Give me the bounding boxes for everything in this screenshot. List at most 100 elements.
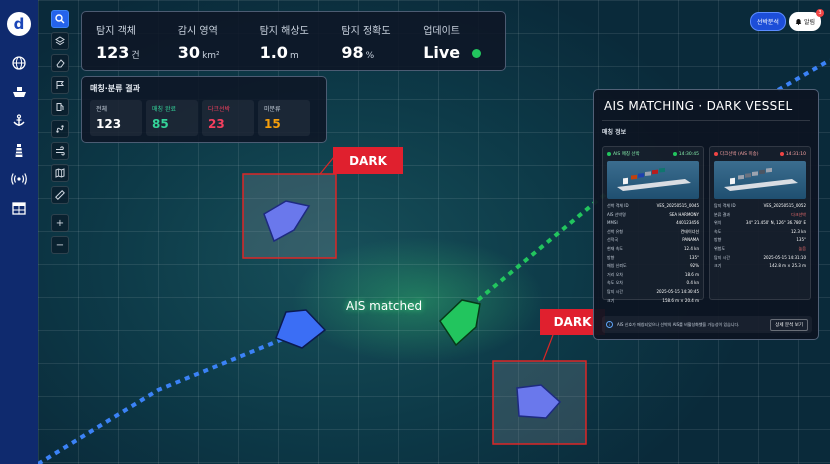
info-key: 선적국 [607, 237, 619, 243]
stat-label: 탐지 해상도 [259, 26, 309, 37]
flag-icon[interactable] [51, 76, 69, 94]
map-icon[interactable] [51, 164, 69, 182]
stat-value: 98 [341, 43, 364, 62]
info-row: 속도 12.3 kn [714, 229, 806, 238]
stat-unit: km² [202, 51, 220, 61]
ais-matched-label: AIS matched [346, 299, 423, 313]
info-row: MMSI 440123456 [607, 220, 699, 229]
info-value: 2025-05-15 14:31:10 [763, 254, 806, 260]
stat-value: 1.0 [259, 43, 288, 62]
info-key: AIS 선박명 [607, 211, 626, 217]
left-nav: d [0, 0, 38, 464]
ruler-icon[interactable] [51, 186, 69, 204]
ais-matching-panel: AIS MATCHING · DARK VESSEL 매칭 정보 AIS 매칭 … [593, 89, 819, 340]
match-cell-value: 23 [208, 117, 225, 131]
info-row: 분류 결과 다크선박 [714, 212, 806, 221]
lighthouse-icon[interactable] [5, 137, 33, 163]
wind-icon[interactable] [51, 142, 69, 160]
stat-unit: 건 [131, 51, 140, 61]
anchor-icon[interactable] [5, 108, 33, 134]
info-value: 다크선박 [791, 211, 806, 217]
eraser-icon[interactable] [51, 54, 69, 72]
info-value: 440123456 [676, 220, 699, 226]
zoom-out-button[interactable]: − [51, 236, 69, 254]
stat-unit: m [289, 51, 299, 61]
info-key: 매칭 신뢰도 [607, 263, 627, 269]
info-key: 거리 오차 [607, 271, 623, 277]
info-value: VES_20250515_0052 [763, 203, 806, 208]
info-value: 158.6 m × 20.4 m [662, 297, 699, 303]
route-icon[interactable] [51, 120, 69, 138]
match-cell-value: 15 [264, 117, 281, 131]
status-dot [779, 152, 784, 156]
info-key: 크기 [714, 263, 722, 269]
info-value: 높음 [798, 245, 806, 251]
info-row: 선박 유형 컨테이너선 [607, 229, 699, 238]
info-key: MMSI [607, 220, 618, 226]
top-right-actions: 선박분석 알림 3 [749, 9, 824, 31]
layers-icon[interactable] [51, 32, 69, 50]
vessel-analysis-button[interactable]: 선박분석 [749, 12, 786, 31]
status-dot [672, 152, 677, 156]
info-key: 선박 유형 [607, 228, 623, 234]
match-cell-label: 미분류 [264, 106, 281, 113]
info-row: 크기 142.8 m × 25.3 m [714, 263, 806, 272]
info-value: 135° [796, 237, 806, 243]
info-value: 18.6 m [684, 271, 699, 277]
match-cell-label: 다크선박 [208, 106, 231, 113]
card-header: AIS 매칭 선박 [613, 152, 640, 157]
match-cell-total[interactable]: 전체 123 [90, 100, 142, 136]
detail-analysis-button[interactable]: 상세 분석 보기 [770, 318, 808, 331]
card-header: 다크선박 (AIS 미송) [720, 152, 759, 157]
ais-panel-title: AIS MATCHING · DARK VESSEL [604, 99, 793, 113]
info-value: 컨테이너선 [680, 228, 699, 234]
fuel-icon[interactable] [51, 98, 69, 116]
ship-icon[interactable] [5, 79, 33, 105]
stat-label: 감시 영역 [177, 26, 218, 37]
table-icon[interactable] [5, 195, 33, 221]
info-value: 92% [690, 263, 699, 269]
search-icon[interactable] [51, 10, 69, 28]
stat-value: Live [423, 43, 461, 62]
footer-text: AIS 신호가 매칭되었으나 선박의 AIS를 비활성화했을 가능성이 있습니다… [617, 321, 740, 327]
alert-button[interactable]: 알림 3 [788, 9, 824, 31]
dark-tag-1[interactable]: DARK [333, 147, 403, 174]
info-value: 12.3 kn [790, 228, 806, 234]
match-cell-dark[interactable]: 다크선박 23 [202, 100, 254, 136]
stat-update: 업데이트 Live [423, 22, 505, 70]
info-key: 위치 [714, 220, 722, 226]
zoom-in-button[interactable]: + [51, 214, 69, 232]
info-key: 방향 [607, 254, 615, 260]
card-time: 14:30:45 [678, 151, 699, 157]
info-key: 분류 결과 [714, 211, 730, 217]
info-key: 현재 속도 [607, 245, 623, 251]
radar-icon[interactable] [5, 166, 33, 192]
match-cell-value: 123 [96, 117, 122, 131]
info-key: 탐지 시간 [714, 254, 730, 260]
info-value: 2025-05-15 14:30:45 [656, 288, 699, 294]
map-toolbar: + − [50, 10, 70, 258]
info-key: 탐지 객체 ID [714, 203, 736, 208]
info-key: 속도 오차 [607, 280, 623, 286]
info-key: 속도 [714, 228, 722, 234]
status-dot [714, 152, 718, 156]
globe-icon[interactable] [5, 50, 33, 76]
map-overlay [38, 58, 830, 464]
info-value: 142.8 m × 25.3 m [769, 263, 806, 269]
app-logo[interactable]: d [7, 12, 31, 36]
ais-panel-footer: i AIS 신호가 매칭되었으나 선박의 AIS를 비활성화했을 가능성이 있습… [602, 316, 812, 333]
stat-unit: % [365, 51, 375, 61]
match-cell-matched[interactable]: 매칭 완료 85 [146, 100, 198, 136]
match-cell-unclassified[interactable]: 미분류 15 [258, 100, 310, 136]
